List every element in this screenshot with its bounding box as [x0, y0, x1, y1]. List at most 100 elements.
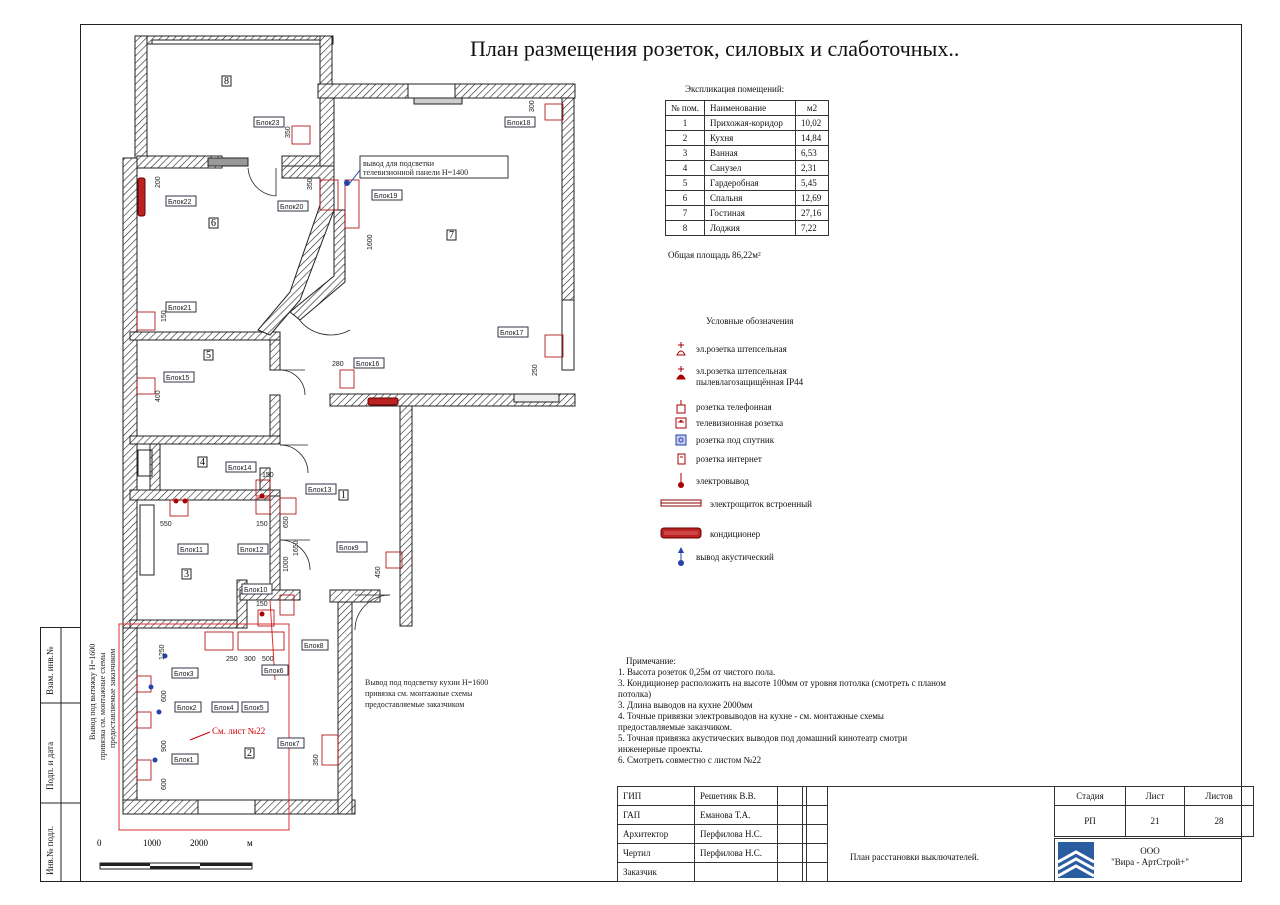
room-number: 3	[184, 569, 189, 580]
total-area: Общая площадь 86,22м²	[668, 250, 761, 260]
room-number: 5	[206, 350, 211, 361]
block-label: Блок1	[171, 753, 199, 765]
page-title: План размещения розеток, силовых и слабо…	[470, 36, 960, 61]
svg-text:150: 150	[161, 310, 168, 322]
svg-text:450: 450	[375, 566, 382, 578]
note-line: 5. Точная привязка акустических выводов …	[618, 733, 908, 754]
header-cell: Наименование	[704, 100, 796, 116]
block-label: Блок21	[165, 301, 197, 313]
block-label: Блок11	[177, 543, 209, 555]
room-number: 6	[211, 218, 216, 229]
block-label: Блок4	[211, 701, 239, 713]
svg-text:150: 150	[256, 521, 268, 528]
block-label: Блок16	[353, 357, 385, 369]
note-line: 6. Смотреть совместно с листом №22	[618, 755, 762, 765]
hood-note-line2: привязка см. монтажные схемы	[98, 652, 107, 760]
svg-text:1000: 1000	[143, 838, 162, 848]
header-cell: м2	[795, 100, 829, 116]
svg-text:Блок18: Блок18	[507, 120, 531, 127]
tv-note-line2: телевизионной панели Н=1400	[363, 168, 468, 177]
svg-text:350: 350	[307, 178, 314, 190]
drawing-frame	[80, 24, 1242, 882]
company-logo	[1057, 842, 1095, 883]
internet-socket-icon	[674, 452, 688, 466]
svg-text:150: 150	[262, 472, 274, 479]
svg-text:150: 150	[256, 601, 268, 608]
svg-text:1650: 1650	[293, 540, 300, 556]
title-block-right	[806, 786, 1241, 881]
notes-title: Примечание:	[626, 656, 676, 666]
note-line: 1. Высота розеток 0,25м от чистого пола.	[618, 667, 776, 677]
svg-text:200: 200	[155, 176, 162, 188]
svg-text:Блок12: Блок12	[240, 547, 264, 554]
notes-block: Примечание: 1. Высота розеток 0,25м от ч…	[618, 656, 948, 766]
panel-icon	[660, 498, 702, 510]
svg-text:Блок23: Блок23	[256, 120, 280, 127]
room-number: 1	[341, 490, 346, 501]
legend-item: кондиционер	[660, 527, 760, 541]
svg-text:Блок11: Блок11	[180, 547, 203, 554]
legend-item: розетка интернет	[674, 452, 762, 466]
kitchen-note-line1: Вывод под подсветку кухни Н=1600	[365, 678, 488, 687]
svg-text:Блок15: Блок15	[166, 375, 190, 382]
legend-title: Условные обозначения	[706, 316, 794, 326]
svg-text:1600: 1600	[367, 234, 374, 250]
block-label: Блок12	[237, 543, 269, 555]
kitchen-note-line3: предоставляемые заказчиком	[365, 700, 464, 709]
block-label: Блок14	[225, 461, 257, 473]
svg-text:900: 900	[161, 740, 168, 752]
block-label: Блок3	[171, 667, 199, 679]
block-label: Блок18	[504, 116, 536, 128]
left-strip-grid	[41, 628, 81, 881]
svg-text:600: 600	[161, 690, 168, 702]
svg-text:Блок8: Блок8	[304, 643, 324, 650]
svg-text:Блок4: Блок4	[214, 705, 234, 712]
svg-text:250: 250	[226, 656, 238, 663]
svg-text:550: 550	[160, 521, 172, 528]
block-label: Блок8	[301, 639, 329, 651]
legend-item: розетка под спутник	[674, 433, 774, 447]
room-number: 8	[224, 76, 229, 87]
svg-text:350: 350	[285, 126, 292, 138]
tv-socket-icon	[674, 416, 688, 430]
svg-text:350: 350	[313, 754, 320, 766]
block-label: Блок22	[165, 195, 197, 207]
block-label: Блок19	[371, 189, 403, 201]
header-cell: № пом.	[665, 100, 705, 116]
block-label: Блок2	[174, 701, 202, 713]
svg-text:Блок6: Блок6	[264, 668, 284, 675]
room-number: 2	[247, 748, 252, 759]
svg-text:250: 250	[532, 364, 539, 376]
note-line: 4. Точные привязки электровыводов на кух…	[618, 711, 884, 732]
legend-item: телевизионная розетка	[674, 416, 783, 430]
svg-text:Блок20: Блок20	[280, 204, 304, 211]
phone-socket-icon	[674, 400, 688, 414]
svg-text:Блок2: Блок2	[177, 705, 197, 712]
ac-unit	[137, 177, 146, 217]
electrical-panel	[513, 393, 560, 403]
see-sheet-label: См. лист №22	[212, 726, 265, 736]
power-outlet-icon	[674, 473, 688, 488]
svg-text:Блок1: Блок1	[174, 757, 194, 764]
note-line: 3. Кондиционер расположить на высоте 100…	[618, 678, 946, 699]
block-label: Блок23	[253, 116, 285, 128]
svg-text:Блок21: Блок21	[168, 305, 192, 312]
svg-text:280: 280	[332, 361, 344, 368]
scale-bar: 0 1000 2000 м	[97, 838, 253, 870]
svg-text:500: 500	[262, 656, 274, 663]
company-cell	[1054, 838, 1241, 881]
svg-text:0: 0	[97, 838, 102, 848]
table-header-row: № пом. Наименование м2	[665, 100, 829, 116]
block-label: Блок9	[336, 541, 368, 553]
svg-text:Блок9: Блок9	[339, 545, 359, 552]
svg-text:Блок13: Блок13	[308, 487, 332, 494]
block-label: Блок17	[497, 326, 529, 338]
legend-item: вывод акустический	[674, 547, 774, 566]
